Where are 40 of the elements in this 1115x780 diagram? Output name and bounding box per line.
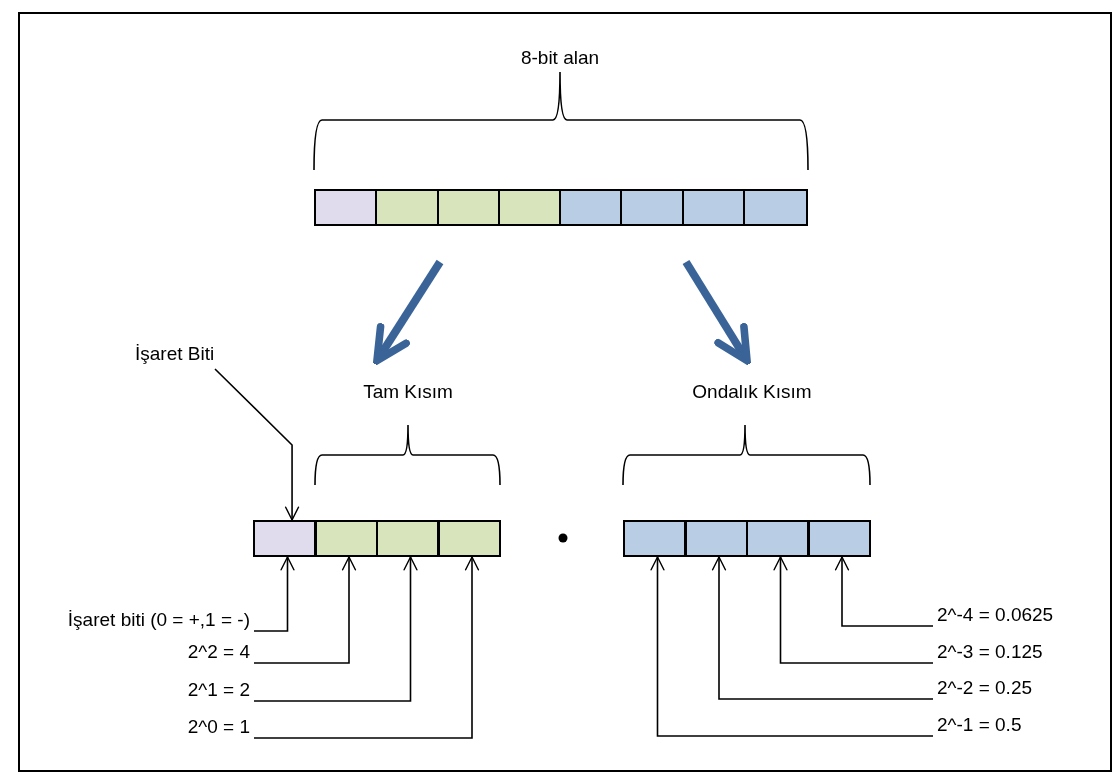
bit-cell — [684, 520, 748, 557]
arrow — [253, 556, 357, 664]
text-label: 2^0 = 1 — [187, 716, 250, 738]
register-bar — [314, 189, 808, 226]
bit-cell — [623, 520, 686, 557]
text-label: 2^2 = 4 — [187, 641, 250, 663]
arrow — [773, 556, 934, 664]
bit-cell — [561, 191, 623, 224]
bit-cell — [746, 520, 809, 557]
text-label: İşaret biti (0 = +,1 = -) — [67, 609, 250, 631]
block-arrow — [373, 259, 444, 365]
bit-cell — [807, 520, 871, 557]
text-label: 2^-4 = 0.0625 — [937, 604, 1054, 626]
bit-cell — [744, 191, 806, 224]
bit-cell — [683, 191, 745, 224]
text-label: 2^-2 = 0.25 — [937, 677, 1032, 699]
bit-cell — [316, 191, 378, 224]
bit-cell — [314, 520, 378, 557]
bit-cell — [437, 520, 501, 557]
text-label: 2^1 = 2 — [187, 679, 250, 701]
text-label: Ondalık Kısım — [692, 381, 812, 403]
block-arrow — [682, 259, 751, 365]
arrow — [711, 556, 934, 700]
arrow — [253, 556, 418, 702]
arrow — [253, 556, 480, 739]
bit-cell — [253, 520, 316, 557]
arrow — [834, 556, 934, 627]
bit-cell — [622, 191, 684, 224]
bit-cell — [499, 191, 561, 224]
text-label: 2^-3 = 0.125 — [937, 641, 1043, 663]
text-label: Tam Kısım — [363, 381, 453, 403]
text-label: 2^-1 = 0.5 — [937, 714, 1022, 736]
arrow — [650, 556, 934, 737]
bit-cell — [377, 191, 439, 224]
arrow — [214, 368, 300, 521]
bit-cell — [438, 191, 500, 224]
brace-label: 8-bit alan — [520, 47, 600, 69]
bit-cell — [376, 520, 439, 557]
arrow — [253, 556, 295, 632]
text-label: İşaret Biti — [135, 343, 215, 365]
